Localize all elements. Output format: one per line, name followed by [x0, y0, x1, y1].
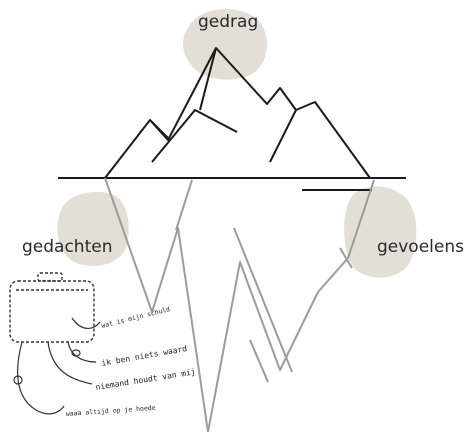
underwater-crack-2: [234, 228, 292, 372]
label-gevoelens: gevoelens: [377, 237, 464, 257]
crack-1: [150, 120, 168, 138]
thread-1: [72, 318, 100, 328]
blob-gevoelens: [344, 186, 416, 277]
label-gedachten: gedachten: [22, 237, 112, 257]
note-3: niemand houdt van mij: [95, 367, 196, 392]
note-2: ik ben niets waard: [101, 344, 188, 368]
suitcase-icon: [10, 273, 94, 342]
crack-4: [270, 110, 296, 162]
note-threads: [14, 318, 100, 414]
note-4: waaa altijd op je hoede: [66, 404, 156, 418]
underwater-crack-4: [250, 340, 268, 382]
thread-4: [18, 342, 64, 414]
iceberg-underwater: [105, 178, 374, 432]
underwater-crack-1: [176, 180, 192, 230]
note-1: wat is mijn schuld: [101, 305, 171, 330]
label-gedrag: gedrag: [198, 12, 258, 32]
